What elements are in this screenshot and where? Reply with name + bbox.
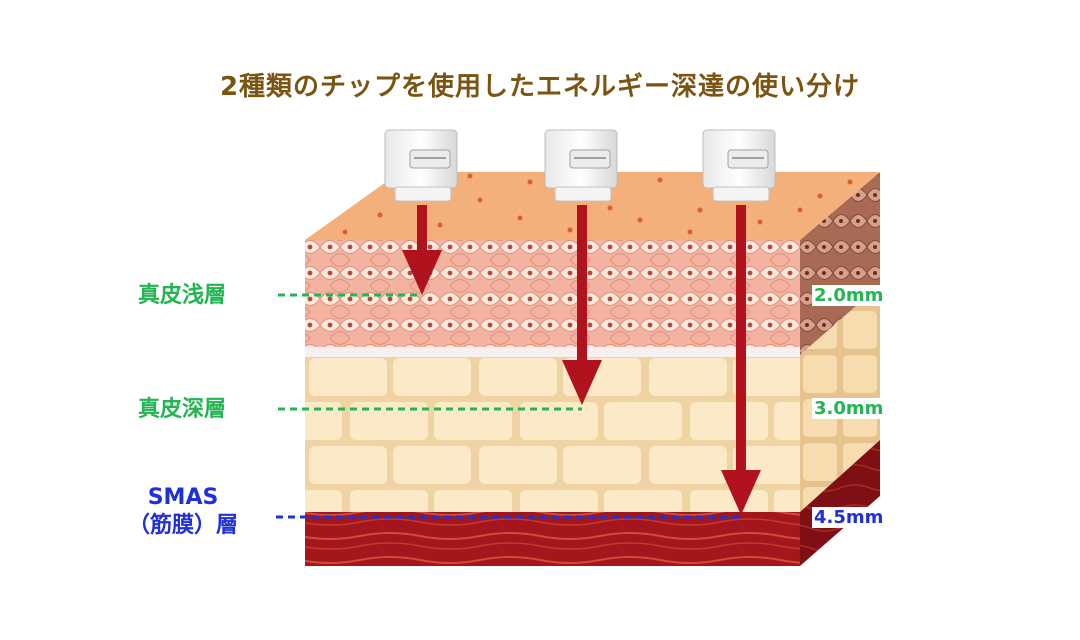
arrow-head-3 [721, 470, 761, 515]
dermis-deep-front-d [305, 487, 800, 512]
arrow-shaft-1 [417, 205, 427, 255]
arrow-shaft-3 [736, 205, 746, 475]
depth-label-smas: 4.5mm [812, 507, 886, 528]
arrow-head-2 [562, 360, 602, 405]
muscle-side [800, 440, 880, 566]
label-smas-line2: （筋膜）層 [128, 512, 239, 538]
tip-1 [384, 129, 458, 202]
dermis-upper-side [800, 172, 880, 355]
dermis-upper-front [305, 240, 800, 355]
dermis-boundary [305, 347, 800, 357]
label-smas-line1: SMAS [147, 485, 219, 510]
depth-label-shallow: 2.0mm [812, 285, 886, 306]
tip-3 [702, 129, 776, 202]
dermis-deep-front-c [305, 443, 800, 487]
depth-label-deep: 3.0mm [812, 398, 886, 419]
label-smas: SMAS （筋膜）層 [128, 484, 238, 539]
diagram-title: 2種類のチップを使用したエネルギー深達の使い分け [219, 72, 861, 102]
tip-2 [544, 129, 618, 202]
dermis-deep-front-a [305, 357, 800, 399]
arrow-head-1 [402, 250, 442, 295]
muscle-front [305, 512, 800, 566]
dermis-deep-front-b [305, 399, 800, 443]
label-dermis-shallow: 真皮浅層 [138, 283, 227, 308]
arrow-shaft-2 [577, 205, 587, 365]
label-dermis-deep: 真皮深層 [138, 397, 227, 422]
energy-arrows [402, 205, 761, 515]
